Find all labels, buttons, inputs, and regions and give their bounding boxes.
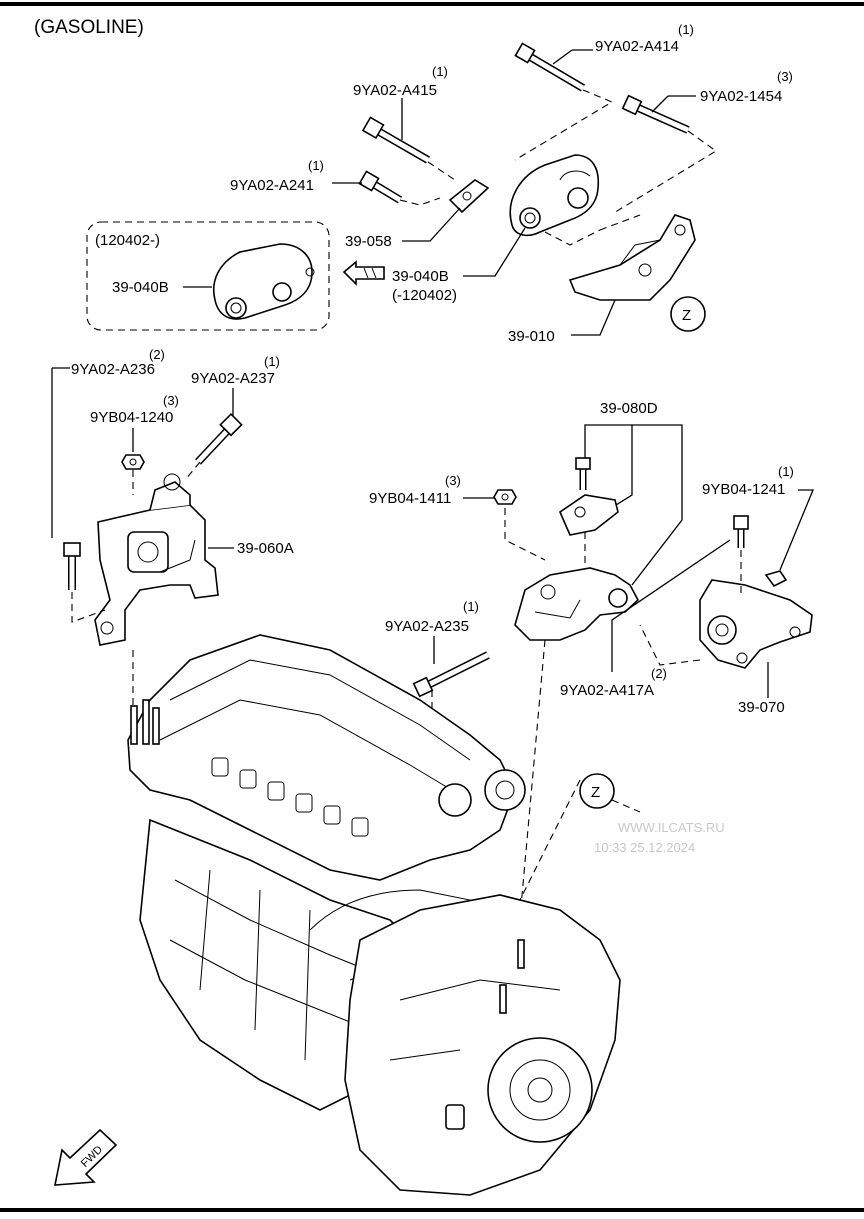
label-9yb04-1411-qty: (3) bbox=[445, 473, 461, 488]
diagram-title: (GASOLINE) bbox=[34, 17, 144, 38]
label-9ya02-1454[interactable]: 9YA02-1454 bbox=[700, 88, 782, 105]
label-39-080d[interactable]: 39-080D bbox=[600, 400, 658, 417]
label-9ya02-a241[interactable]: 9YA02-A241 bbox=[230, 177, 314, 194]
label-39-040b-note: (-120402) bbox=[392, 287, 457, 304]
assembly-lines-left bbox=[71, 461, 201, 720]
label-9ya02-a237-qty: (1) bbox=[264, 354, 280, 369]
label-39-040b[interactable]: 39-040B bbox=[392, 268, 449, 285]
label-39-060a[interactable]: 39-060A bbox=[237, 540, 294, 557]
label-9yb04-1411[interactable]: 9YB04-1411 bbox=[369, 490, 451, 507]
label-9ya02-a236-qty: (2) bbox=[149, 347, 165, 362]
label-9ya02-a414[interactable]: 9YA02-A414 bbox=[595, 38, 679, 55]
view-marker-z-top-label: Z bbox=[682, 307, 691, 324]
bracket-39-080d-lower[interactable] bbox=[514, 567, 639, 641]
label-9ya02-a241-qty: (1) bbox=[308, 158, 324, 173]
bolt-39-080d-upper[interactable] bbox=[575, 457, 591, 490]
nut-9yb04-1240[interactable] bbox=[121, 454, 145, 470]
view-marker-leader bbox=[611, 799, 641, 813]
assembly-lines-center bbox=[431, 508, 586, 941]
label-9yb04-1241[interactable]: 9YB04-1241 bbox=[702, 481, 785, 498]
bracket-39-080d-upper[interactable] bbox=[559, 494, 619, 536]
label-39-040b-box-note: (120402-) bbox=[95, 232, 160, 249]
transmission-mount-39-060a[interactable] bbox=[94, 473, 219, 646]
label-9yb04-1241-qty: (1) bbox=[778, 464, 794, 479]
bolt-9ya02-a235[interactable] bbox=[412, 651, 490, 698]
engine-mount-39-040b-alt[interactable] bbox=[213, 243, 315, 320]
label-39-010[interactable]: 39-010 bbox=[508, 328, 555, 345]
bolt-9ya02-a241[interactable] bbox=[358, 170, 403, 204]
label-9ya02-a237[interactable]: 9YA02-A237 bbox=[191, 370, 275, 387]
nut-9yb04-1241[interactable] bbox=[764, 570, 788, 588]
bolt-9ya02-a417a[interactable] bbox=[733, 515, 749, 548]
bolt-9ya02-a236[interactable] bbox=[63, 542, 81, 590]
engine-assembly bbox=[127, 634, 621, 1196]
bolt-9ya02-a414[interactable] bbox=[514, 42, 586, 92]
alternate-part-arrow bbox=[342, 260, 385, 286]
label-9ya02-a235[interactable]: 9YA02-A235 bbox=[385, 618, 469, 635]
alternate-part-box bbox=[86, 221, 330, 331]
bracket-39-058[interactable] bbox=[448, 179, 490, 214]
assembly-lines-top bbox=[399, 89, 717, 246]
label-39-058[interactable]: 39-058 bbox=[345, 233, 392, 250]
bolt-9ya02-a237[interactable] bbox=[195, 412, 243, 465]
view-marker-z-engine bbox=[579, 773, 615, 809]
watermark-site: WWW.ILCATS.RU bbox=[618, 820, 725, 835]
label-9yb04-1240[interactable]: 9YB04-1240 bbox=[90, 409, 173, 426]
label-39-070[interactable]: 39-070 bbox=[738, 699, 785, 716]
fwd-arrow-icon: FWD bbox=[54, 1128, 118, 1186]
bolt-9ya02-1454[interactable] bbox=[621, 94, 690, 134]
mount-bracket-39-010[interactable] bbox=[568, 214, 696, 301]
label-9yb04-1240-qty: (3) bbox=[163, 393, 179, 408]
label-9ya02-a236[interactable]: 9YA02-A236 bbox=[71, 361, 155, 378]
view-marker-z-top bbox=[670, 296, 706, 332]
label-9ya02-a415[interactable]: 9YA02-A415 bbox=[353, 82, 437, 99]
label-9ya02-a417a-qty: (2) bbox=[651, 666, 667, 681]
engine-mount-39-040b[interactable] bbox=[509, 154, 600, 237]
label-9ya02-a235-qty: (1) bbox=[463, 599, 479, 614]
view-marker-z-engine-label: Z bbox=[591, 784, 600, 801]
assembly-lines-right bbox=[519, 550, 742, 901]
bolt-9ya02-a415[interactable] bbox=[361, 116, 430, 164]
mount-studs-left bbox=[130, 699, 525, 1014]
label-9ya02-1454-qty: (3) bbox=[777, 69, 793, 84]
watermark-timestamp: 10:33 25.12.2024 bbox=[594, 840, 695, 855]
label-9ya02-a414-qty: (1) bbox=[678, 22, 694, 37]
transmission-mount-39-070[interactable] bbox=[699, 579, 813, 669]
nut-9yb04-1411[interactable] bbox=[493, 489, 517, 505]
label-39-040b-box[interactable]: 39-040B bbox=[112, 279, 169, 296]
label-9ya02-a415-qty: (1) bbox=[432, 64, 448, 79]
label-9ya02-a417a[interactable]: 9YA02-A417A bbox=[560, 682, 654, 699]
